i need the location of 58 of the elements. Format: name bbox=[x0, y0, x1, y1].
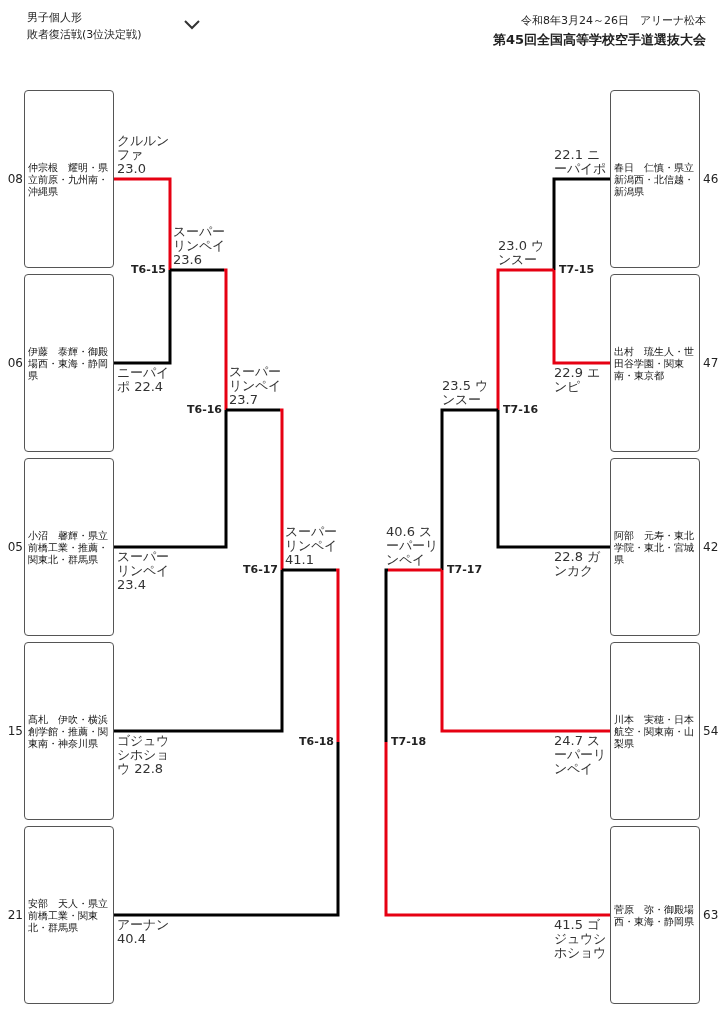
edge-label: クルルンファ 23.0 bbox=[117, 134, 170, 176]
match-label: T7-18 bbox=[386, 735, 427, 749]
edge-label: スーパーリンペイ 23.4 bbox=[117, 550, 170, 592]
match-label: T6-17 bbox=[242, 563, 282, 577]
edge-label: ゴジュウシホショウ 22.8 bbox=[117, 734, 170, 776]
player-name: 出村 琉生人・世田谷学園・関東南・東京都 bbox=[614, 346, 695, 382]
header-text: 敗者復活戦(3位決定戦) bbox=[27, 27, 142, 42]
player-name: 小沼 馨輝・県立前橋工業・推薦・関東北・群馬県 bbox=[28, 530, 109, 566]
header-text: 令和8年3月24～26日 アリーナ松本 bbox=[521, 13, 706, 28]
bracket-line bbox=[552, 270, 610, 365]
title: 第45回全国高等学校空手道選抜大会 bbox=[492, 31, 706, 49]
match-label: T7-15 bbox=[554, 263, 595, 277]
seed-number: 54 bbox=[703, 724, 720, 738]
player-name: 伊藤 泰輝・御殿場西・東海・静岡県 bbox=[28, 346, 109, 382]
bracket-line bbox=[384, 742, 610, 917]
seed-number: 63 bbox=[703, 908, 720, 922]
edge-label: 41.5 ゴジュウシホショウ bbox=[554, 918, 607, 960]
bracket-line bbox=[552, 177, 610, 270]
bracket-line bbox=[384, 568, 442, 742]
seed-number: 05 bbox=[6, 540, 23, 554]
player-name: 仲宗根 耀明・県立前原・九州南・沖縄県 bbox=[28, 162, 109, 198]
edge-label: アーナン 40.4 bbox=[117, 918, 170, 946]
seed-number: 06 bbox=[6, 356, 23, 370]
edge-label: スーパーリンペイ 23.6 bbox=[173, 225, 226, 267]
match-label: T6-18 bbox=[298, 735, 338, 749]
seed-number: 46 bbox=[703, 172, 720, 186]
match-label: T7-16 bbox=[498, 403, 539, 417]
player-name: 春日 仁慎・県立新潟西・北信越・新潟県 bbox=[614, 162, 695, 198]
seed-number: 42 bbox=[703, 540, 720, 554]
player-name: 安部 天人・県立前橋工業・関東北・群馬県 bbox=[28, 898, 109, 934]
bracket-line bbox=[226, 408, 284, 570]
bracket-line bbox=[114, 742, 340, 917]
bracket-line bbox=[170, 268, 228, 410]
seed-number: 21 bbox=[6, 908, 23, 922]
edge-label: スーパーリンペイ 23.7 bbox=[229, 365, 282, 407]
match-label: T6-15 bbox=[130, 263, 170, 277]
seed-number: 47 bbox=[703, 356, 720, 370]
seed-number: 08 bbox=[6, 172, 23, 186]
bracket-line bbox=[496, 410, 610, 549]
match-label: T7-17 bbox=[442, 563, 483, 577]
bracket-line bbox=[496, 268, 554, 410]
player-name: 髙札 伊吹・横浜創学館・推薦・関東南・神奈川県 bbox=[28, 714, 109, 750]
edge-label: 22.1 ニーパイポ bbox=[554, 148, 607, 176]
header-text: 男子個人形 bbox=[27, 10, 82, 25]
bracket-line bbox=[114, 570, 284, 733]
bracket-line bbox=[440, 570, 610, 733]
player-name: 川本 実穂・日本航空・関東南・山梨県 bbox=[614, 714, 695, 750]
seed-number: 15 bbox=[6, 724, 23, 738]
bracket-line bbox=[282, 568, 340, 742]
bracket-line bbox=[114, 270, 172, 365]
edge-label: ニーパイポ 22.4 bbox=[117, 366, 170, 394]
player-name: 阿部 元寿・東北学院・東北・宮城県 bbox=[614, 530, 695, 566]
edge-label: スーパーリンペイ 41.1 bbox=[285, 525, 338, 567]
bracket-line bbox=[114, 177, 172, 270]
match-label: T6-16 bbox=[186, 403, 226, 417]
bracket-line bbox=[114, 410, 228, 549]
player-name: 菅原 弥・御殿場西・東海・静岡県 bbox=[614, 904, 695, 928]
bracket-line bbox=[440, 408, 498, 570]
